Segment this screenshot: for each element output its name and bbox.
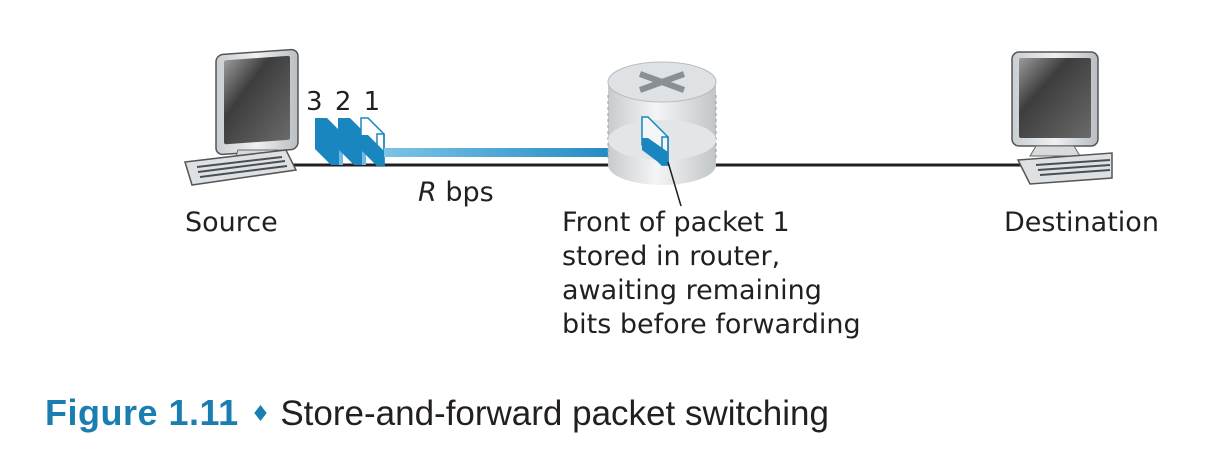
source-computer-icon	[184, 48, 299, 186]
packet-numbers: 3 2 1	[306, 85, 382, 119]
annotation-pointer	[667, 161, 682, 207]
packet-number-2: 2	[334, 87, 354, 117]
packet-number-1: 1	[363, 87, 383, 117]
router-icon	[607, 61, 717, 185]
diamond-separator-icon: ♦	[250, 402, 271, 427]
source-label: Source	[185, 207, 278, 238]
link-rate-label: R bps	[418, 176, 494, 210]
destination-computer-icon	[1011, 51, 1113, 185]
router-annotation: Front of packet 1 stored in router, awai…	[562, 206, 861, 342]
annotation-line: awaiting remaining	[562, 275, 822, 306]
stored-packet-1	[641, 116, 669, 166]
annotation-line: stored in router,	[562, 241, 781, 272]
packet-number-3: 3	[306, 87, 325, 117]
annotation-line: Front of packet 1	[562, 207, 790, 238]
figure-title: Store-and-forward packet switching	[280, 394, 829, 433]
link-rate-variable: R	[418, 177, 437, 208]
figure-caption: Figure 1.11 ♦ Store-and-forward packet swi…	[45, 392, 829, 434]
link-rate-unit: bps	[436, 177, 494, 208]
figure-number: Figure 1.11	[45, 392, 239, 433]
destination-label: Destination	[1004, 207, 1159, 238]
network-diagram	[184, 48, 1113, 207]
annotation-line: bits before forwarding	[562, 309, 861, 340]
